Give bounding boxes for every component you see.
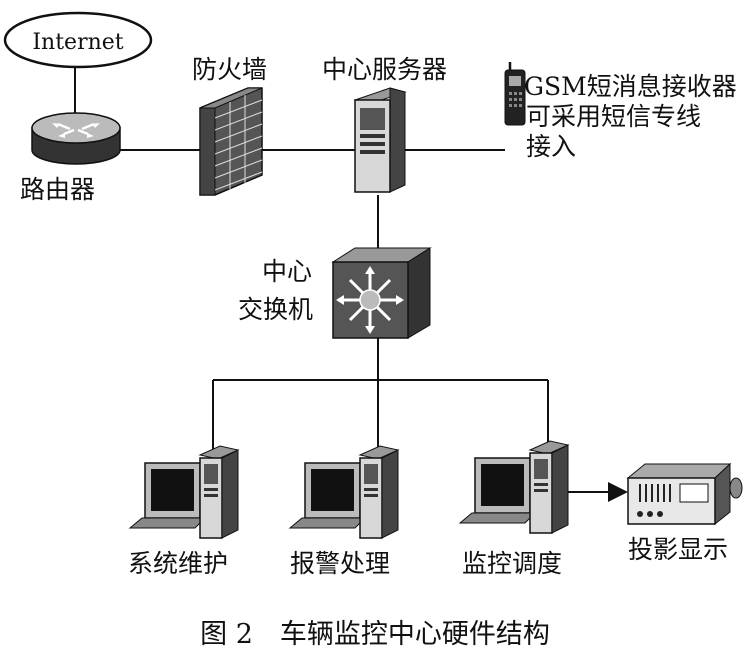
switch-label-line1: 中心	[262, 257, 312, 286]
router-label: 路由器	[20, 175, 95, 204]
connection-lines	[74, 66, 628, 502]
projector-label: 投影显示	[628, 535, 728, 564]
workstation-maintenance-label: 系统维护	[128, 549, 228, 578]
internet-label: Internet	[32, 30, 123, 55]
workstation-dispatch-label: 监控调度	[462, 549, 562, 578]
switch-icon	[331, 247, 432, 339]
gsm-label-line2: 可采用短信专线	[526, 102, 701, 131]
switch-label-line2: 交换机	[238, 295, 313, 324]
workstation-alarm-label: 报警处理	[290, 549, 390, 578]
gsm-label-line1: GSM短消息接收器	[524, 72, 737, 101]
workstation-maintenance-icon	[128, 445, 240, 539]
figure-caption: 图 2 车辆监控中心硬件结构	[200, 619, 550, 650]
router-icon	[31, 112, 121, 165]
internet-node: Internet	[3, 11, 153, 69]
gsm-receiver-icon	[504, 62, 526, 126]
server-label: 中心服务器	[322, 55, 447, 84]
workstation-alarm-icon	[288, 445, 400, 539]
server-icon	[353, 87, 407, 193]
projector-icon	[626, 462, 743, 526]
firewall-icon	[199, 87, 263, 196]
gsm-label-line3: 接入	[526, 132, 576, 161]
workstation-dispatch-icon	[458, 440, 570, 534]
firewall-label: 防火墙	[192, 55, 267, 84]
